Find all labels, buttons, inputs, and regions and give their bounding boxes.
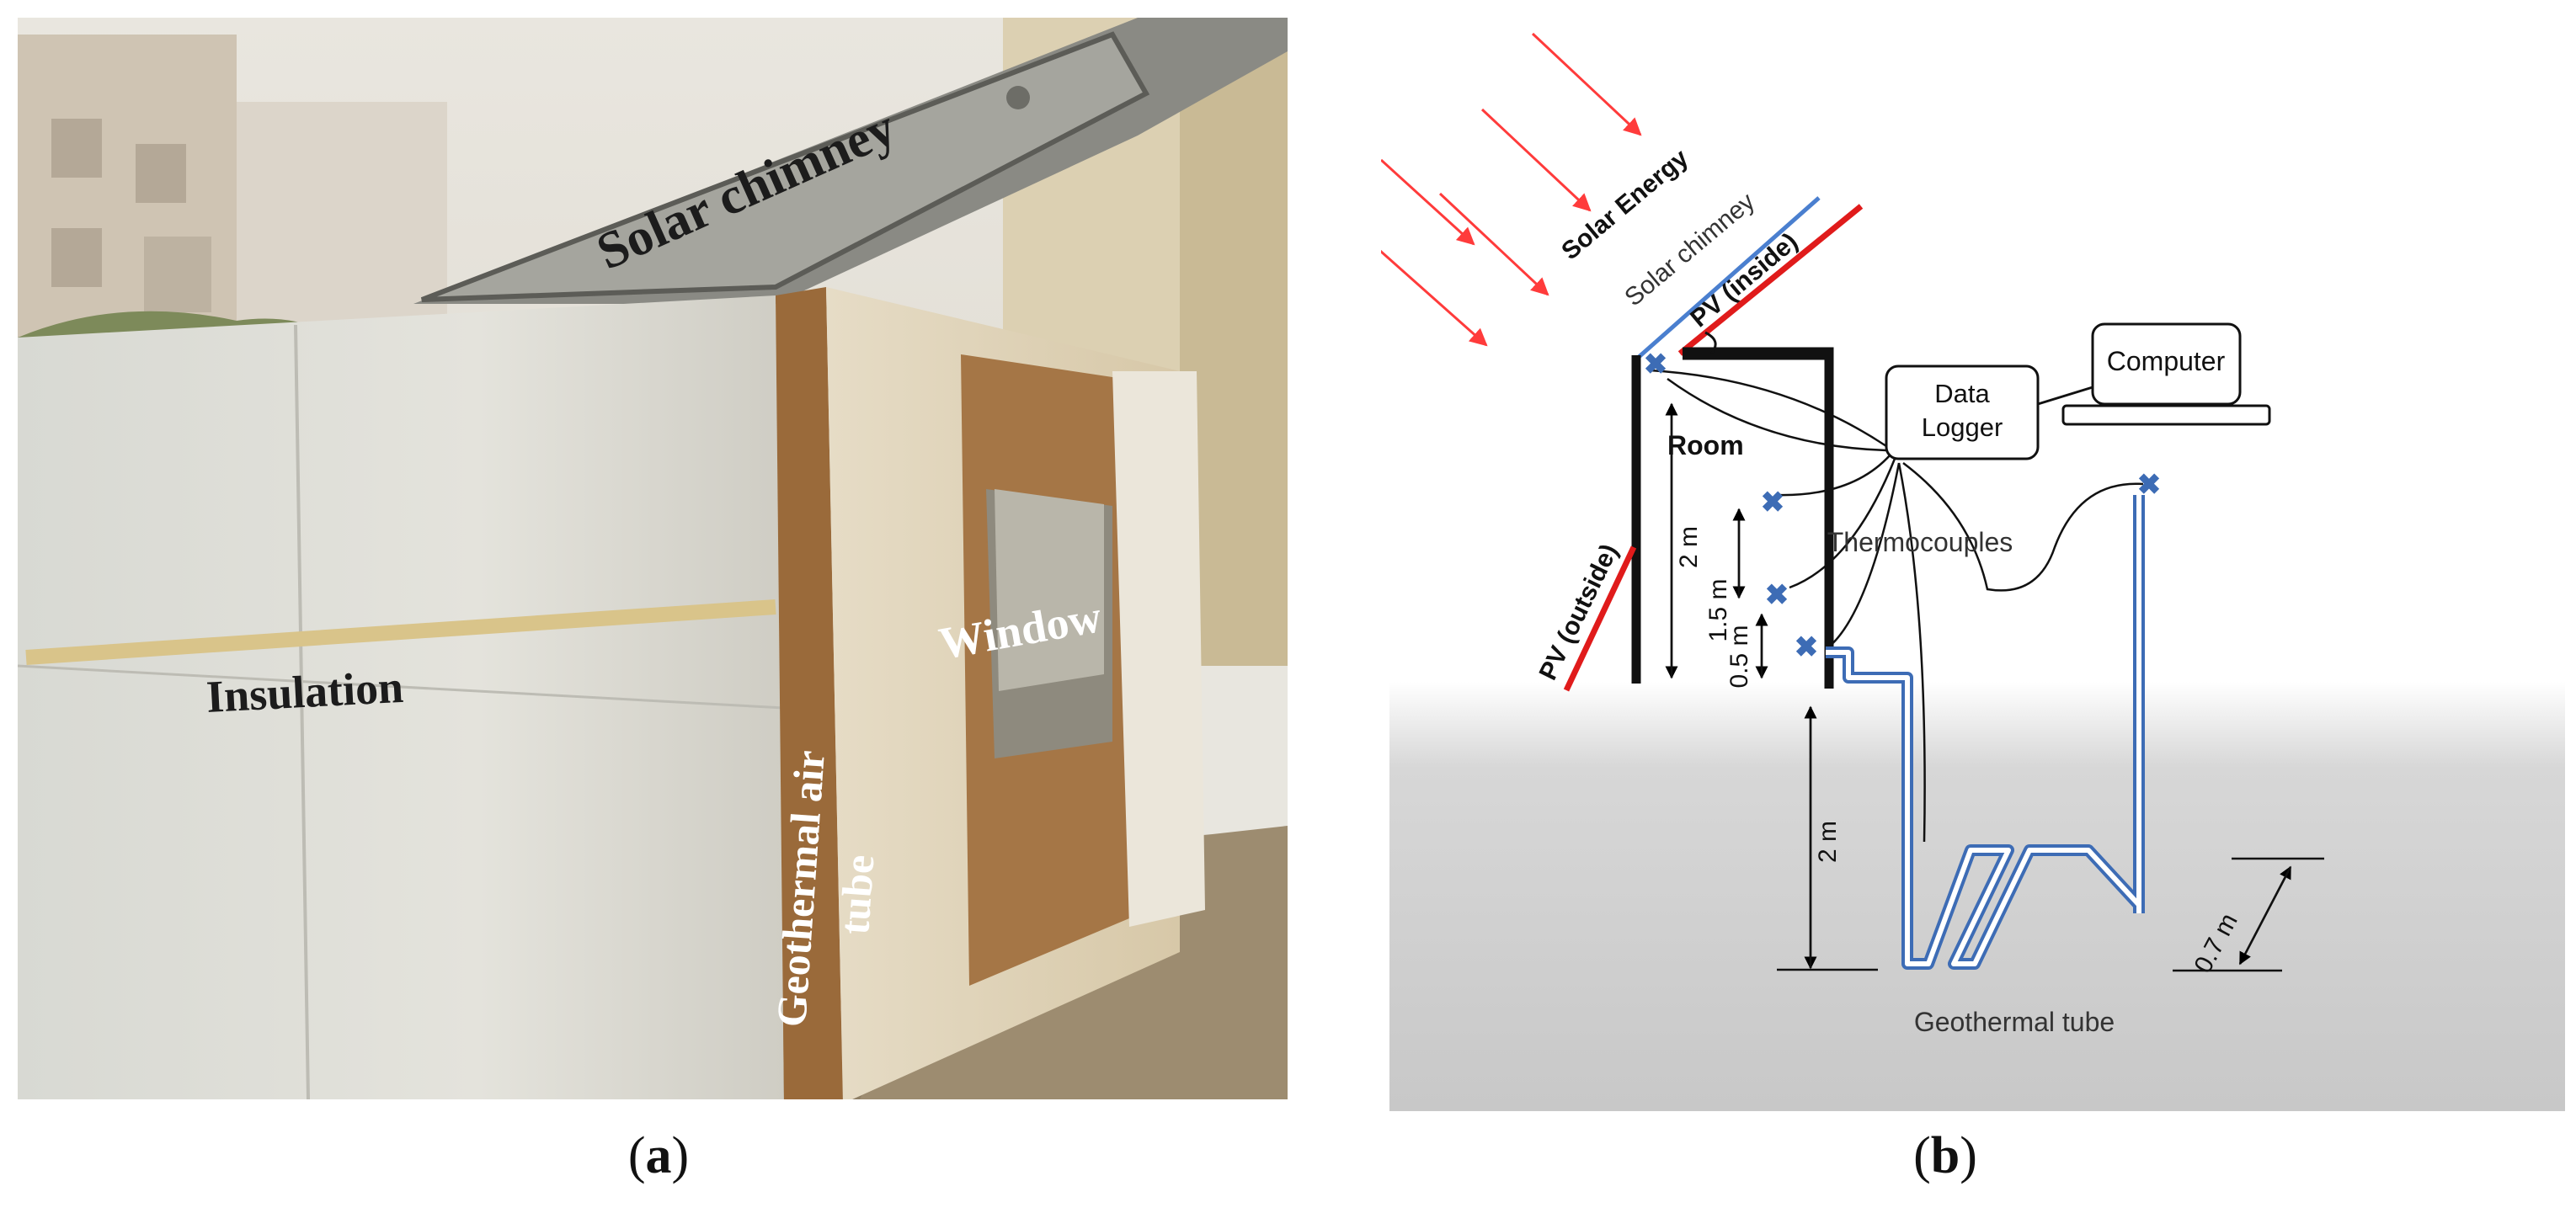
- background-building-left: [18, 35, 447, 338]
- data-logger-box: [1885, 364, 2040, 460]
- sensor-markers: ✖ ✖ ✖ ✖ ✖: [1644, 348, 2162, 663]
- svg-text:✖: ✖: [1765, 579, 1789, 611]
- data-logger-label-1: Data: [1934, 379, 1990, 408]
- computer-icon: [2061, 322, 2271, 426]
- photo-panel: Solar chimney Insulation Window Geotherm…: [17, 18, 1288, 1104]
- wood-frame: [776, 287, 843, 1104]
- room-structure: [1631, 347, 1834, 689]
- pv-outside-line: [1563, 545, 1637, 692]
- svg-text:✖: ✖: [1795, 631, 1819, 663]
- caption-a-letter: a: [645, 1127, 672, 1184]
- label-thermocouples: Thermocouples: [1827, 527, 2013, 557]
- side-panel: [1112, 371, 1205, 927]
- label-dim-1-5m: 1.5 m: [1704, 578, 1732, 641]
- logger-computer-link: [2037, 386, 2093, 406]
- ground: [1389, 682, 2565, 1111]
- svg-text:✖: ✖: [1761, 487, 1785, 519]
- insulation-wall: [18, 295, 784, 1104]
- pv-inside-line: [1677, 204, 1864, 356]
- data-logger-label-2: Logger: [1922, 412, 2003, 442]
- label-geothermal-tube: Geothermal tube: [1914, 1007, 2115, 1037]
- label-dim-2m-ground: 2 m: [1814, 821, 1842, 863]
- solar-chimney-panel: [413, 18, 1288, 304]
- system-schematic: Data Logger Computer ✖ ✖ ✖ ✖ ✖: [1372, 32, 2565, 1111]
- schematic-panel: Data Logger Computer ✖ ✖ ✖ ✖ ✖: [1372, 8, 2565, 1111]
- dimension-lines: [1665, 402, 2324, 972]
- solar-chimney-photo: Solar chimney Insulation Window Geotherm…: [17, 18, 1288, 1104]
- caption-b-letter: b: [1930, 1127, 1960, 1184]
- sun-rays: [1372, 32, 1642, 347]
- caption-a: (a): [627, 1127, 690, 1184]
- label-insulation: Insulation: [205, 662, 404, 722]
- label-tube: tube: [830, 854, 883, 936]
- label-room: Room: [1667, 430, 1744, 460]
- window: [961, 354, 1129, 986]
- computer-label: Computer: [2107, 346, 2226, 376]
- caption-b: (b): [1913, 1127, 1977, 1184]
- solar-chimney-glass: [1636, 196, 1821, 359]
- label-dim-0-5m: 0.5 m: [1725, 625, 1753, 688]
- tape-strip: [25, 599, 776, 665]
- angle-arc: [1704, 331, 1717, 354]
- geothermal-tube-inner: [1826, 495, 2141, 966]
- label-dim-2m-room: 2 m: [1675, 526, 1703, 568]
- svg-text:✖: ✖: [1644, 348, 1668, 380]
- thermocouple-wires: [1650, 369, 2144, 843]
